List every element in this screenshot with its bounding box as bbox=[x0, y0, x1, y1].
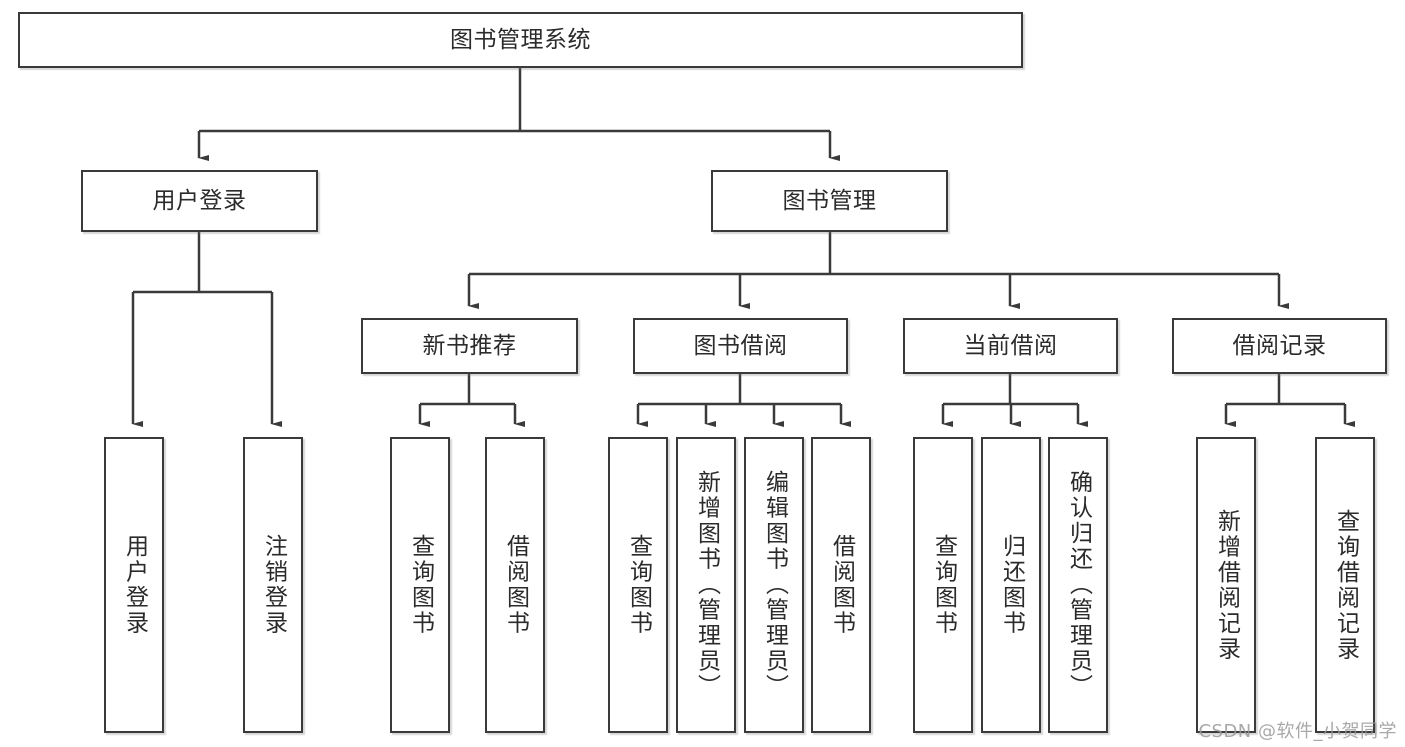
csdn-watermark: CSDN @软件_小贺同学 bbox=[1198, 721, 1397, 742]
node-book-borrow[interactable]: 图书借阅 bbox=[633, 318, 848, 374]
node-book-manage-label: 图书管理 bbox=[782, 187, 877, 214]
node-current-borrow[interactable]: 当前借阅 bbox=[903, 318, 1118, 374]
leaf-user-logout-label: 注销登录 bbox=[260, 534, 287, 636]
leaf-borrow-book-1-label: 借阅图书 bbox=[502, 534, 529, 636]
node-new-book-recommend-label: 新书推荐 bbox=[422, 332, 517, 359]
leaf-query-book-1[interactable]: 查询图书 bbox=[390, 437, 450, 733]
node-root-label: 图书管理系统 bbox=[450, 26, 591, 53]
leaf-query-book-2-label: 查询图书 bbox=[625, 534, 652, 636]
leaf-borrow-book-2-label: 借阅图书 bbox=[828, 534, 855, 636]
leaf-edit-book-label: 编辑图书（管理员） bbox=[761, 470, 788, 700]
leaf-user-login[interactable]: 用户登录 bbox=[104, 437, 164, 733]
leaf-query-book-2[interactable]: 查询图书 bbox=[608, 437, 668, 733]
leaf-return-book[interactable]: 归还图书 bbox=[981, 437, 1041, 733]
leaf-add-record[interactable]: 新增借阅记录 bbox=[1196, 437, 1256, 733]
leaf-query-record-label: 查询借阅记录 bbox=[1332, 508, 1359, 662]
node-borrow-record[interactable]: 借阅记录 bbox=[1172, 318, 1387, 374]
node-new-book-recommend[interactable]: 新书推荐 bbox=[361, 318, 578, 374]
leaf-borrow-book-1[interactable]: 借阅图书 bbox=[485, 437, 545, 733]
leaf-add-book-label: 新增图书（管理员） bbox=[693, 470, 720, 700]
leaf-add-book[interactable]: 新增图书（管理员） bbox=[676, 437, 736, 733]
leaf-user-login-label: 用户登录 bbox=[121, 534, 148, 636]
node-user-login-label: 用户登录 bbox=[152, 187, 247, 214]
node-book-manage[interactable]: 图书管理 bbox=[711, 170, 948, 232]
leaf-query-book-3-label: 查询图书 bbox=[930, 534, 957, 636]
leaf-edit-book[interactable]: 编辑图书（管理员） bbox=[744, 437, 804, 733]
node-root[interactable]: 图书管理系统 bbox=[18, 12, 1023, 68]
node-borrow-record-label: 借阅记录 bbox=[1232, 332, 1327, 359]
leaf-borrow-book-2[interactable]: 借阅图书 bbox=[811, 437, 871, 733]
node-current-borrow-label: 当前借阅 bbox=[963, 332, 1058, 359]
leaf-confirm-return-label: 确认归还（管理员） bbox=[1065, 470, 1092, 700]
leaf-add-record-label: 新增借阅记录 bbox=[1213, 508, 1240, 662]
leaf-query-record[interactable]: 查询借阅记录 bbox=[1315, 437, 1375, 733]
leaf-confirm-return[interactable]: 确认归还（管理员） bbox=[1048, 437, 1108, 733]
leaf-user-logout[interactable]: 注销登录 bbox=[243, 437, 303, 733]
leaf-query-book-1-label: 查询图书 bbox=[407, 534, 434, 636]
leaf-query-book-3[interactable]: 查询图书 bbox=[913, 437, 973, 733]
node-book-borrow-label: 图书借阅 bbox=[693, 332, 788, 359]
leaf-return-book-label: 归还图书 bbox=[998, 534, 1025, 636]
node-user-login[interactable]: 用户登录 bbox=[81, 170, 318, 232]
